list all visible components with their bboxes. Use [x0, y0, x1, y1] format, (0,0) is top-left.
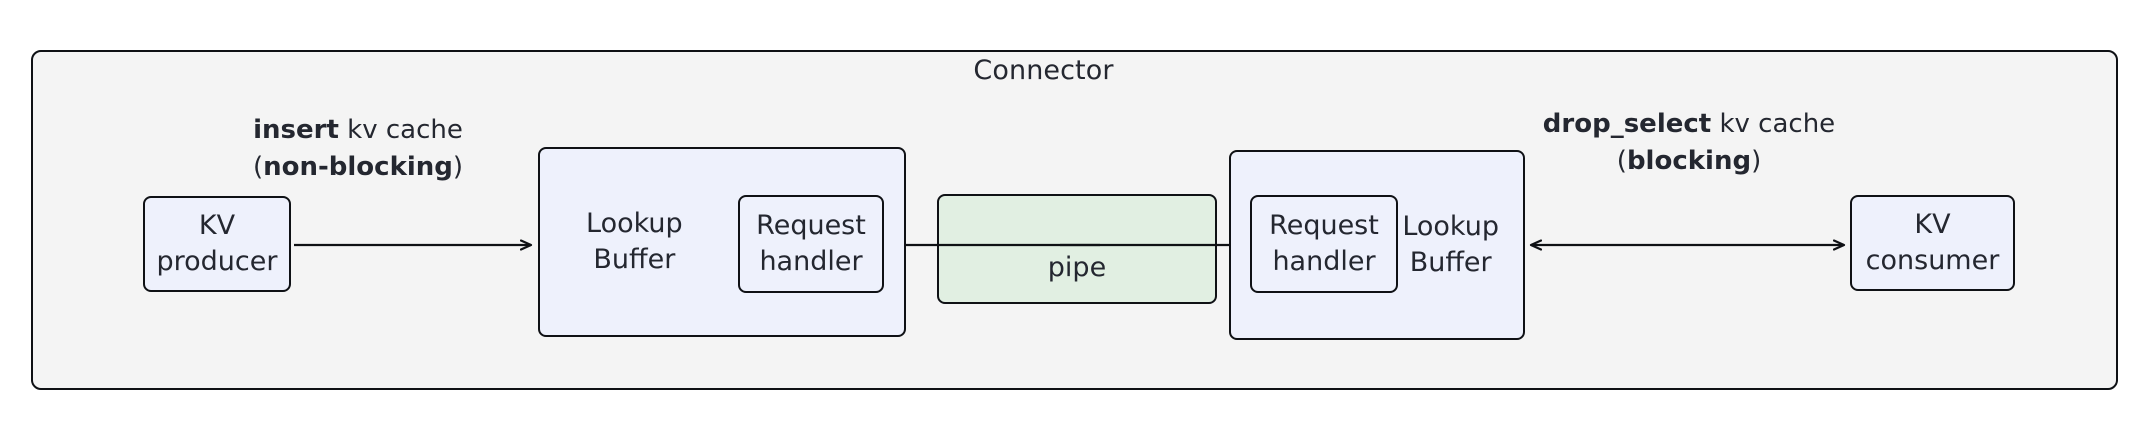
edge-label-drop-select-line1: drop_select kv cache: [1524, 106, 1854, 143]
node-lookup-buffer-left-label: Lookup Buffer: [586, 208, 683, 275]
node-kv-consumer[interactable]: KV consumer: [1850, 195, 2015, 291]
edge-label-drop-select-line2: (blocking): [1524, 143, 1854, 180]
node-kv-producer-label: KV producer: [156, 210, 278, 277]
connector-title: Connector: [973, 55, 1114, 86]
edge-label-insert-mode: non-blocking: [263, 151, 453, 182]
node-kv-producer[interactable]: KV producer: [143, 196, 291, 292]
node-request-handler-left[interactable]: Request handler: [738, 195, 884, 293]
node-request-handler-right-label: Request handler: [1269, 210, 1379, 277]
edge-label-insert-rest: kv cache: [338, 115, 463, 145]
edge-label-drop-select: drop_select kv cache (blocking): [1524, 106, 1854, 180]
edge-label-insert-line2: (non-blocking): [222, 149, 494, 186]
edge-label-insert-op: insert: [253, 115, 339, 145]
edge-label-insert-paren-open: (: [252, 151, 264, 182]
node-lookup-buffer-left[interactable]: Lookup Buffer: [538, 147, 906, 337]
edge-label-drop-select-rest: kv cache: [1711, 109, 1836, 139]
node-request-handler-left-label: Request handler: [756, 210, 866, 277]
node-kv-consumer-label: KV consumer: [1865, 209, 2000, 276]
edge-label-insert: insert kv cache (non-blocking): [222, 112, 494, 186]
edge-label-drop-select-op: drop_select: [1542, 109, 1712, 139]
node-pipe[interactable]: pipe: [937, 194, 1217, 304]
edge-label-drop-select-paren-close: ): [1751, 145, 1762, 176]
edge-label-insert-line1: insert kv cache: [222, 112, 494, 149]
edge-label-drop-select-mode: blocking: [1626, 145, 1752, 176]
node-request-handler-right[interactable]: Request handler: [1250, 195, 1398, 293]
edge-label-drop-select-paren-open: (: [1616, 145, 1627, 176]
node-pipe-label: pipe: [1047, 252, 1107, 284]
node-lookup-buffer-right-label: Lookup Buffer: [1402, 211, 1499, 278]
edge-label-insert-paren-close: ): [452, 151, 464, 182]
